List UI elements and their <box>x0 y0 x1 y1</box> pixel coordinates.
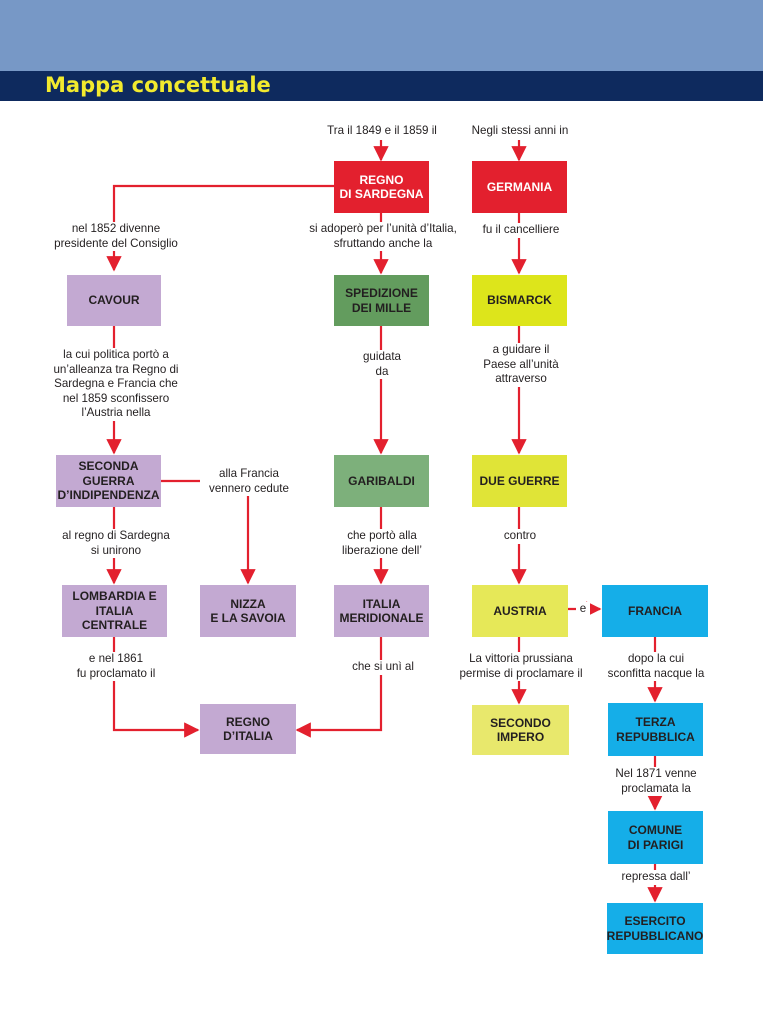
box-regno-di-sardegna: REGNO DI SARDEGNA <box>334 161 429 213</box>
box-spedizione-dei-mille: SPEDIZIONE DEI MILLE <box>334 275 429 326</box>
label-repressa-dall: repressa dall’ <box>612 870 700 885</box>
label-che-porto-alla: che portò alla liberazione dell’ <box>325 529 439 558</box>
box-italia-meridionale: ITALIA MERIDIONALE <box>334 585 429 637</box>
label-vittoria-prussiana: La vittoria prussiana permise di proclam… <box>452 652 590 681</box>
label-tra-il-1849: Tra il 1849 e il 1859 il <box>311 124 453 139</box>
arrow-lombardia-to-regno-italia <box>112 637 200 738</box>
label-nel-1852: nel 1852 divenne presidente del Consigli… <box>40 222 192 251</box>
label-e: e <box>576 602 590 617</box>
label-e-nel-1861: e nel 1861 fu proclamato il <box>54 652 178 681</box>
label-negli-stessi-anni: Negli stessi anni in <box>459 124 581 139</box>
box-germania: GERMANIA <box>472 161 567 213</box>
box-secondo-impero: SECONDO IMPERO <box>472 705 569 755</box>
box-nizza-e-la-savoia: NIZZA E LA SAVOIA <box>200 585 296 637</box>
page-title: Mappa concettuale <box>45 73 271 97</box>
label-al-regno-di-sardegna: al regno di Sardegna si unirono <box>44 529 188 558</box>
label-si-adopero: si adoperò per l’unità d’Italia, sfrutta… <box>296 222 470 251</box>
box-terza-repubblica: TERZA REPUBBLICA <box>608 703 703 756</box>
header-band <box>0 0 763 71</box>
label-a-guidare: a guidare il Paese all’unità attraverso <box>472 343 570 387</box>
box-austria: AUSTRIA <box>472 585 568 637</box>
title-bar <box>0 71 763 101</box>
box-regno-ditalia: REGNO D’ITALIA <box>200 704 296 754</box>
box-comune-di-parigi: COMUNE DI PARIGI <box>608 811 703 864</box>
box-garibaldi: GARIBALDI <box>334 455 429 507</box>
label-la-cui-politica: la cui politica portò a un’alleanza tra … <box>44 348 188 421</box>
box-cavour: CAVOUR <box>67 275 161 326</box>
label-dopo-la-cui: dopo la cui sconfitta nacque la <box>599 652 713 681</box>
box-francia: FRANCIA <box>602 585 708 637</box>
label-guidata-da: guidata da <box>351 350 413 379</box>
box-due-guerre: DUE GUERRE <box>472 455 567 507</box>
label-che-si-uni-al: che si unì al <box>339 660 427 675</box>
box-esercito-repubblicano: ESERCITO REPUBBLICANO <box>607 903 703 954</box>
box-lombardia-e-italia-centrale: LOMBARDIA E ITALIA CENTRALE <box>62 585 167 637</box>
label-fu-il-cancelliere: fu il cancelliere <box>469 223 573 238</box>
arrow-italia-meridionale-to-regno-italia <box>295 637 383 738</box>
box-seconda-guerra-dindipendenza: SECONDA GUERRA D’INDIPENDENZA <box>56 455 161 507</box>
box-bismarck: BISMARCK <box>472 275 567 326</box>
label-alla-francia: alla Francia vennero cedute <box>200 467 298 496</box>
label-contro: contro <box>494 529 546 544</box>
label-nel-1871: Nel 1871 venne proclamata la <box>608 767 704 796</box>
